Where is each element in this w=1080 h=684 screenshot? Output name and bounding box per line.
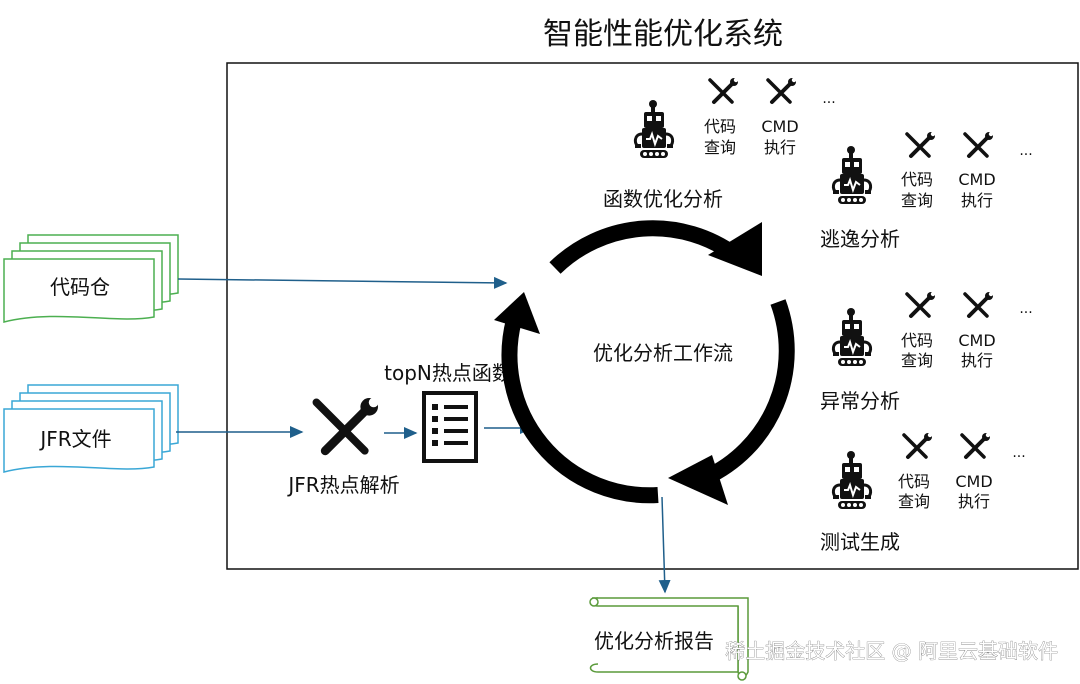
jfr-document-stack bbox=[3, 384, 179, 473]
agent-label: 函数优化分析 bbox=[603, 187, 723, 211]
agent-exception-analysis: ... 代码 查询 CMD 执行 异常分析 bbox=[820, 289, 1033, 413]
agent-label: 逃逸分析 bbox=[820, 227, 900, 251]
tool-cmd-line1: CMD bbox=[958, 170, 995, 189]
system-boundary bbox=[226, 62, 1079, 570]
jfr-parse-label: JFR热点解析 bbox=[286, 473, 399, 497]
report-scroll bbox=[589, 597, 749, 681]
tool-code-line1: 代码 bbox=[901, 331, 933, 350]
tools-icon bbox=[708, 75, 741, 104]
tools-icon bbox=[902, 430, 935, 459]
tool-code-line2: 查询 bbox=[898, 492, 930, 511]
tool-cmd-line1: CMD bbox=[761, 117, 798, 136]
tool-code-line2: 查询 bbox=[704, 138, 736, 157]
topn-label: topN热点函数 bbox=[384, 361, 512, 385]
agent-label: 测试生成 bbox=[820, 530, 900, 554]
robot-icon bbox=[831, 306, 873, 368]
tools-icon bbox=[960, 430, 993, 459]
tool-cmd-line2: 执行 bbox=[958, 492, 990, 511]
list-icon bbox=[422, 391, 478, 463]
tool-code-line1: 代码 bbox=[901, 170, 933, 189]
more-ellipsis: ... bbox=[1012, 445, 1025, 461]
diagram-title: 智能性能优化系统 bbox=[543, 17, 783, 52]
tools-icon bbox=[766, 75, 799, 104]
tool-cmd-line2: 执行 bbox=[764, 138, 796, 157]
workflow-label: 优化分析工作流 bbox=[593, 341, 733, 365]
agent-test-generation: ... 代码 查询 CMD 执行 测试生成 bbox=[820, 430, 1026, 554]
tools-icon bbox=[963, 129, 996, 158]
tools-icon bbox=[905, 289, 938, 318]
more-ellipsis: ... bbox=[1019, 143, 1032, 159]
repo-document-stack bbox=[3, 234, 179, 323]
robot-icon bbox=[831, 449, 873, 511]
watermark: 稀土掘金技术社区 @ 阿里云基础软件 bbox=[725, 639, 1058, 663]
workflow-cycle-arrowheads bbox=[494, 222, 762, 505]
robot-icon bbox=[633, 98, 675, 160]
workflow-cycle bbox=[501, 220, 795, 504]
report-label: 优化分析报告 bbox=[594, 629, 714, 653]
tool-code-line1: 代码 bbox=[898, 472, 930, 491]
tool-cmd-line2: 执行 bbox=[961, 351, 993, 370]
tool-code-line2: 查询 bbox=[901, 191, 933, 210]
tools-icon bbox=[963, 289, 996, 318]
workflow-to-report-arrow bbox=[658, 496, 671, 594]
jfr-file-label: JFR文件 bbox=[38, 427, 111, 451]
repo-arrow bbox=[177, 276, 508, 289]
more-ellipsis: ... bbox=[1019, 301, 1032, 317]
agent-escape-analysis: ... 代码 查询 CMD 执行 逃逸分析 bbox=[820, 129, 1033, 251]
agent-function-optimization: ... 代码 查询 CMD 执行 函数优化分析 bbox=[603, 75, 836, 211]
tool-code-line1: 代码 bbox=[704, 117, 736, 136]
agent-label: 异常分析 bbox=[820, 389, 900, 413]
parse-tools-icon bbox=[316, 398, 378, 451]
tool-code-line2: 查询 bbox=[901, 351, 933, 370]
tool-cmd-line1: CMD bbox=[955, 472, 992, 491]
robot-icon bbox=[831, 144, 873, 206]
tool-cmd-line2: 执行 bbox=[961, 191, 993, 210]
tools-icon bbox=[905, 129, 938, 158]
repo-label: 代码仓 bbox=[50, 275, 110, 299]
tool-cmd-line1: CMD bbox=[958, 331, 995, 350]
more-ellipsis: ... bbox=[822, 91, 835, 107]
